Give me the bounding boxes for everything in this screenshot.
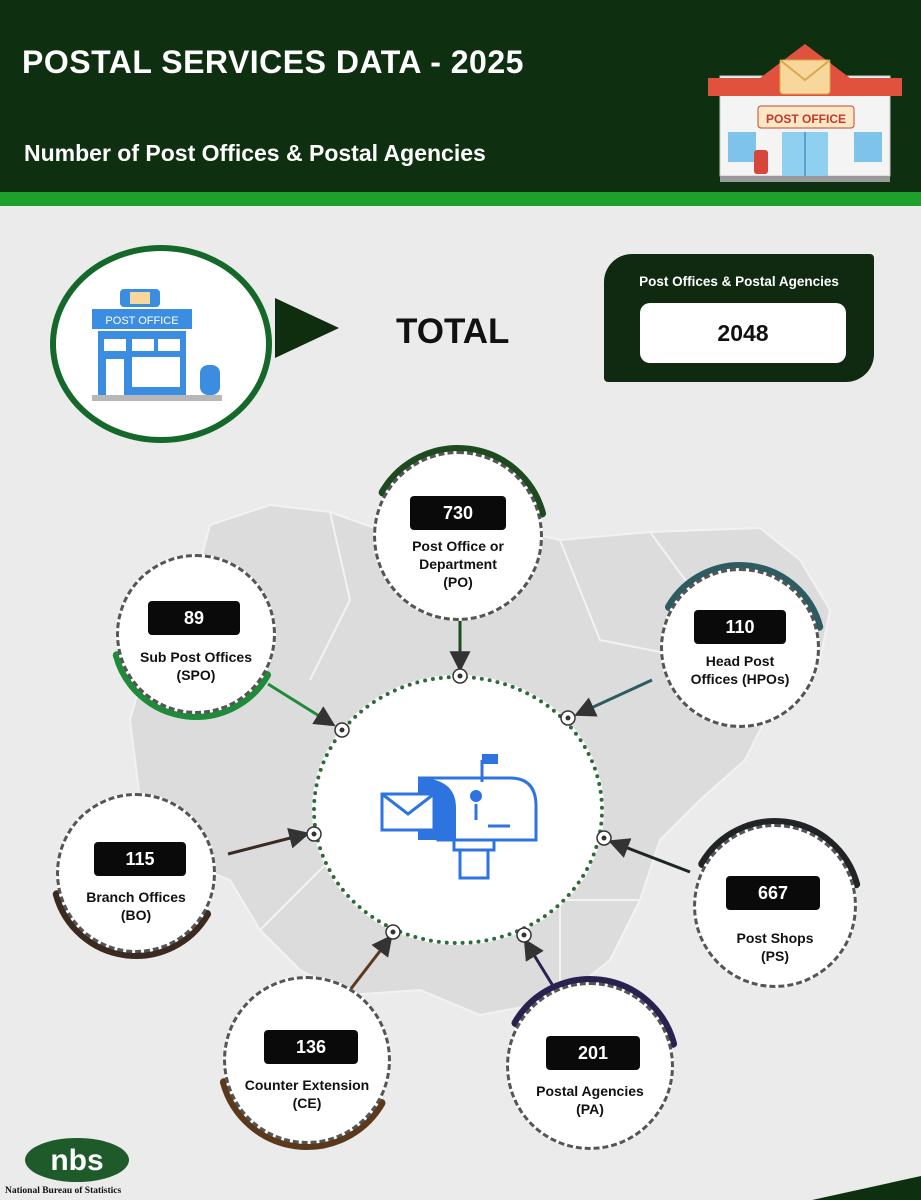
connector-arrow-spo <box>267 682 336 727</box>
connector-port-dot-spo <box>339 727 345 733</box>
total-icon-sign: POST OFFICE <box>105 315 178 327</box>
node-value-po: 730 <box>410 496 506 530</box>
connector-port-dot-hpo <box>565 715 571 721</box>
nbs-logo: nbs <box>22 1135 132 1190</box>
connector-port-dot-ps <box>601 835 607 841</box>
node-value-pa: 201 <box>546 1036 640 1070</box>
node-ring-ps <box>698 818 861 889</box>
node-label-line: (BO) <box>120 907 152 923</box>
connector-arrow-pa <box>523 938 560 995</box>
org-name: National Bureau of Statistics <box>5 1186 122 1196</box>
node-circle-po <box>373 451 543 621</box>
connector-port-dot-bo <box>311 831 317 837</box>
total-box-label: Post Offices & Postal Agencies <box>639 274 839 289</box>
total-arrow <box>275 298 339 358</box>
node-value-spo: 89 <box>148 601 240 635</box>
connector-port-dot-pa <box>521 932 527 938</box>
page-title: POSTAL SERVICES DATA - 2025 <box>22 44 524 80</box>
node-label-line: Offices (HPOs) <box>690 671 790 687</box>
total-value: 2048 <box>640 303 846 363</box>
center-mailbox-circle <box>312 675 604 945</box>
total-box: Post Offices & Postal Agencies 2048 <box>604 254 874 382</box>
node-value-ce: 136 <box>264 1030 358 1064</box>
node-label-spo: Sub Post Offices (SPO) <box>100 648 292 684</box>
node-ring-pa <box>511 976 678 1048</box>
node-label-line: Department <box>419 556 497 572</box>
footer-corner <box>812 1176 921 1200</box>
node-ring-spo <box>112 651 272 720</box>
node-ring-ce <box>219 1078 386 1150</box>
connector-port-dot-po <box>457 673 463 679</box>
node-label-line: Counter Extension <box>244 1077 370 1093</box>
node-label-line: Head Post <box>705 653 775 669</box>
node-circle-hpo <box>660 568 820 728</box>
node-label-line: (SPO) <box>176 667 216 683</box>
node-label-line: Postal Agencies <box>536 1083 644 1099</box>
node-label-line: (CE) <box>292 1095 322 1111</box>
node-ring-bo <box>52 890 212 959</box>
node-label-line: Post Shops <box>736 930 814 946</box>
header-stripe <box>0 192 921 206</box>
node-label-ce: Counter Extension (CE) <box>222 1076 392 1112</box>
node-label-line: Post Office or <box>412 538 504 554</box>
connector-port-dot-ce <box>390 929 396 935</box>
header-illustration-sign: POST OFFICE <box>766 112 846 126</box>
connector-arrow-hpo <box>574 678 653 717</box>
node-label-line: (PS) <box>761 948 789 964</box>
node-value-ps: 667 <box>726 876 820 910</box>
node-label-line: (PA) <box>576 1101 604 1117</box>
node-label-po: Post Office or Department (PO) <box>378 537 538 591</box>
total-icon-circle <box>50 245 272 443</box>
total-label: TOTAL <box>396 312 510 351</box>
connector-arrow-ce <box>348 934 393 991</box>
node-label-pa: Postal Agencies (PA) <box>506 1082 674 1118</box>
node-label-line: Branch Offices <box>86 889 186 905</box>
page-subtitle: Number of Post Offices & Postal Agencies <box>24 140 486 166</box>
nbs-logo-text: nbs <box>50 1144 103 1177</box>
node-value-bo: 115 <box>94 842 186 876</box>
node-label-line: Sub Post Offices <box>139 649 253 665</box>
node-label-ps: Post Shops (PS) <box>700 929 850 965</box>
node-label-bo: Branch Offices (BO) <box>60 888 212 924</box>
connector-arrow-bo <box>227 828 311 856</box>
node-ring-po <box>378 445 547 518</box>
mailbox-icon <box>380 754 538 880</box>
node-ring-hpo <box>664 562 824 631</box>
post-office-building-icon: POST OFFICE <box>708 44 902 182</box>
connector-arrow-ps <box>608 838 691 874</box>
post-office-icon: POST OFFICE <box>92 289 222 401</box>
node-value-hpo: 110 <box>694 610 786 644</box>
node-label-line: (PO) <box>443 574 473 590</box>
